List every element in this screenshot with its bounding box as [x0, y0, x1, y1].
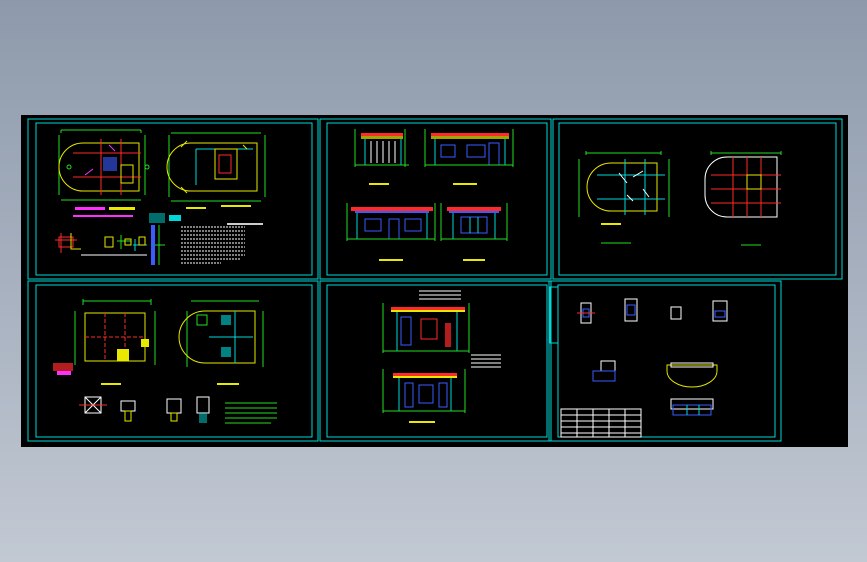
sheet-5-frame: [319, 280, 552, 442]
component-details: [577, 298, 728, 416]
sheet-2-frame: [319, 118, 552, 280]
roof-plan-2: [704, 151, 782, 246]
foundation-details: [79, 396, 277, 424]
sheet-6-drawings: [560, 298, 728, 438]
elevation-2: [424, 129, 514, 185]
floor-plan-2: [166, 132, 266, 209]
sheet-3-frame: [552, 118, 843, 280]
elevation-3: [346, 203, 436, 261]
foundation-plan-2: [178, 300, 264, 385]
section-1: [382, 290, 501, 368]
section-2: [382, 369, 466, 423]
sheet-frames: [27, 118, 843, 442]
floor-plan-1: [58, 129, 150, 217]
sheet-5-drawings: [382, 290, 501, 423]
roof-plan-1: [578, 151, 670, 244]
sheet-1-drawings: [55, 129, 266, 265]
sheet-1-notes: [149, 213, 263, 265]
sheet-6-frame: [548, 280, 782, 442]
elevation-1: [354, 129, 409, 185]
title-block-table: [560, 408, 642, 438]
sheet-1-frame: [27, 118, 319, 280]
sheet-6-side-strip: [549, 286, 559, 344]
sheet-1-details: [55, 233, 147, 256]
cad-drawing-canvas[interactable]: [21, 115, 848, 447]
cad-drawing-svg: [27, 118, 843, 442]
sheet-4-frame: [27, 280, 319, 442]
elevation-4: [440, 203, 508, 261]
sheet-2-drawings: [346, 129, 514, 261]
sheet-3-drawings: [578, 151, 782, 246]
sheet-4-drawings: [53, 299, 277, 424]
foundation-plan-1: [53, 299, 156, 385]
